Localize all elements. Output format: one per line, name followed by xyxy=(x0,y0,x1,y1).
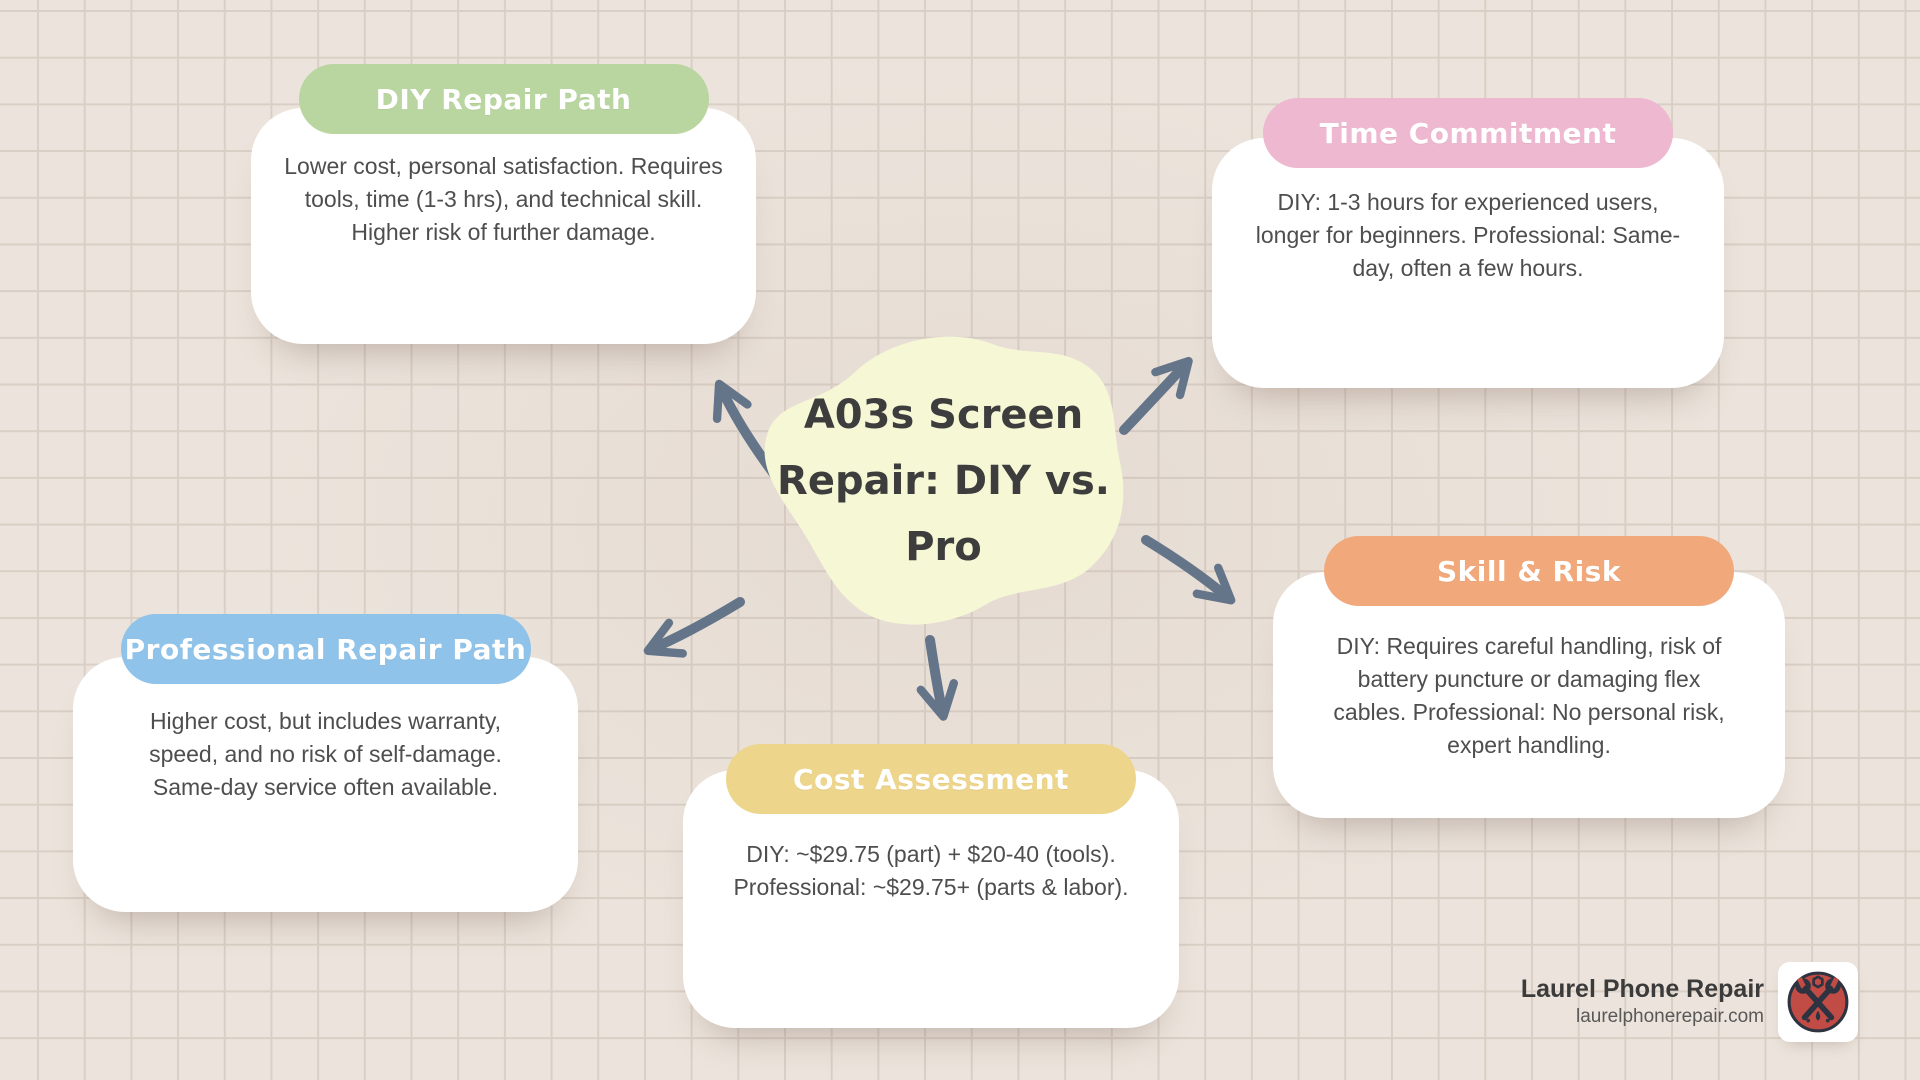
card-title: DIY Repair Path xyxy=(375,82,632,116)
card-body-text: DIY: ~$29.75 (part) + $20-40 (tools). Pr… xyxy=(733,841,1129,900)
card-header-pill: Cost Assessment xyxy=(726,744,1136,814)
card-header-pill: Time Commitment xyxy=(1263,98,1673,168)
card-header-pill: Skill & Risk xyxy=(1324,536,1734,606)
arrow-to-time xyxy=(1119,356,1193,435)
central-topic: A03s Screen Repair: DIY vs. Pro xyxy=(760,327,1127,634)
brand-website: laurelphonerepair.com xyxy=(1575,1006,1764,1027)
card-body-text: DIY: Requires careful handling, risk of … xyxy=(1333,633,1725,758)
brand-name: Laurel Phone Repair xyxy=(1520,975,1764,1003)
card-body-text: DIY: 1-3 hours for experienced users, lo… xyxy=(1255,189,1681,281)
card-diy-repair-path: DIY Repair Path Lower cost, personal sat… xyxy=(251,64,756,344)
card-skill-risk: Skill & Risk DIY: Requires careful handl… xyxy=(1273,536,1785,818)
card-title: Time Commitment xyxy=(1319,116,1617,150)
card-body-text: Lower cost, personal satisfaction. Requi… xyxy=(284,153,723,245)
card-title: Professional Repair Path xyxy=(124,632,527,666)
crossed-wrenches-icon xyxy=(1787,971,1849,1033)
card-professional-repair-path: Professional Repair Path Higher cost, bu… xyxy=(73,614,578,912)
arrow-to-professional xyxy=(643,597,745,658)
card-header-pill: DIY Repair Path xyxy=(298,64,709,134)
blob-shape xyxy=(764,336,1124,625)
card-title: Cost Assessment xyxy=(793,762,1069,796)
brand-footer: Laurel Phone Repair laurelphonerepair.co… xyxy=(1521,962,1858,1042)
card-header-pill: Professional Repair Path xyxy=(120,614,531,684)
card-title: Skill & Risk xyxy=(1437,554,1621,588)
card-cost-assessment: Cost Assessment DIY: ~$29.75 (part) + $2… xyxy=(683,744,1179,1028)
arrow-to-cost xyxy=(916,635,958,721)
card-body-text: Higher cost, but includes warranty, spee… xyxy=(149,708,502,800)
central-topic-title: A03s Screen Repair: DIY vs. Pro xyxy=(777,391,1110,570)
card-time-commitment: Time Commitment DIY: 1-3 hours for exper… xyxy=(1212,98,1724,388)
brand-logo xyxy=(1778,962,1858,1042)
arrow-to-skill xyxy=(1141,535,1236,605)
